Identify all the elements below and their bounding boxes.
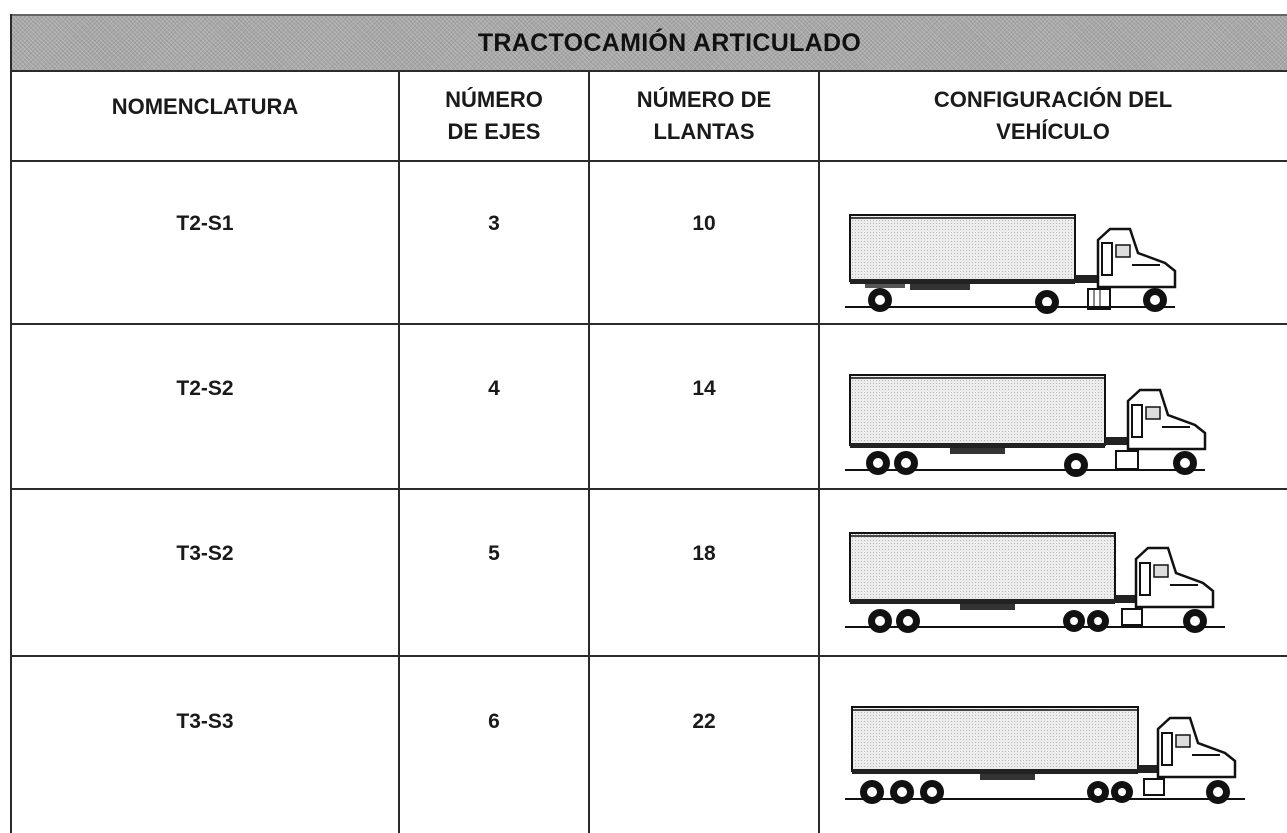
column-divider (398, 70, 400, 833)
row-divider (10, 488, 1287, 490)
cell-nomenclatura: T2-S2 (176, 377, 234, 400)
truck-t2-s1-icon (845, 214, 1177, 314)
column-divider (10, 14, 12, 833)
truck-t3-s3-icon (845, 706, 1245, 804)
header-config-line2: VEHÍCULO (996, 119, 1110, 144)
row-divider (10, 655, 1287, 657)
header-numero-de-llantas: NÚMERO DE LLANTAS (590, 72, 818, 160)
cell-llantas: 22 (692, 710, 716, 733)
header-top-border (10, 70, 1287, 72)
header-config-line1: CONFIGURACIÓN DEL (933, 87, 1173, 112)
cell-ejes: 3 (488, 212, 500, 235)
truck-t2-s2-icon (845, 374, 1207, 477)
cell-llantas: 18 (692, 542, 716, 565)
cell-llantas: 10 (692, 212, 716, 235)
header-bottom-border (10, 160, 1287, 162)
header-configuracion: CONFIGURACIÓN DEL VEHÍCULO (820, 72, 1286, 160)
column-divider (818, 70, 820, 833)
cell-nomenclatura: T3-S3 (176, 710, 234, 733)
cell-llantas: 14 (692, 377, 716, 400)
header-llantas-line1: NÚMERO DE (636, 87, 772, 112)
header-numero-de-ejes: NÚMERO DE EJES (400, 72, 588, 160)
column-divider (588, 70, 590, 833)
cell-nomenclatura: T2-S1 (176, 212, 234, 235)
header-llantas-line2: LLANTAS (653, 119, 755, 144)
cell-ejes: 6 (488, 710, 500, 733)
cell-ejes: 4 (488, 377, 500, 400)
cell-ejes: 5 (488, 542, 500, 565)
header-ejes-line2: DE EJES (447, 119, 541, 144)
table-title-bar: TRACTOCAMIÓN ARTICULADO (10, 14, 1287, 71)
truck-t3-s2-icon (845, 532, 1225, 633)
header-nomenclatura-label: NOMENCLATURA (111, 94, 299, 119)
cell-nomenclatura: T3-S2 (176, 542, 234, 565)
header-ejes-line1: NÚMERO (445, 87, 543, 112)
table-title: TRACTOCAMIÓN ARTICULADO (477, 29, 862, 57)
header-nomenclatura: NOMENCLATURA (12, 72, 398, 142)
row-divider (10, 323, 1287, 325)
